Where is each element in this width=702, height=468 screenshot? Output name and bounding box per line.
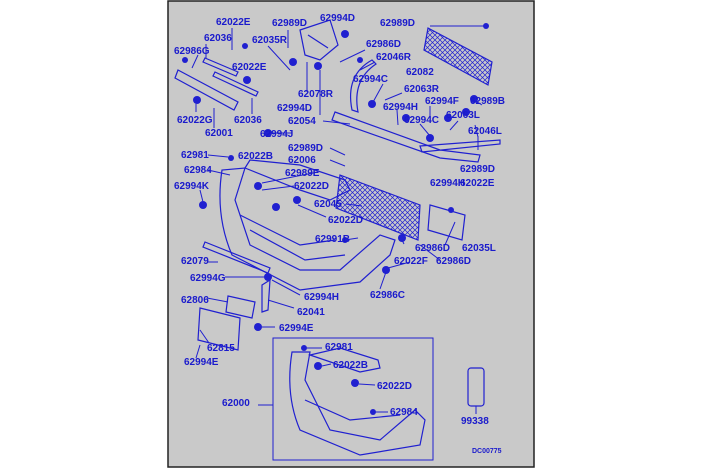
label-62994E[interactable]: 62994E <box>279 323 314 334</box>
label-62022F[interactable]: 62022F <box>394 256 428 267</box>
label-62991B[interactable]: 62991B <box>315 234 350 245</box>
label-62006[interactable]: 62006 <box>288 155 316 166</box>
inset-box <box>272 337 434 461</box>
label-62022E[interactable]: 62022E <box>232 62 267 73</box>
label-62806[interactable]: 62806 <box>181 295 209 306</box>
label-62045[interactable]: 62045 <box>314 199 342 210</box>
label-62989D[interactable]: 62989D <box>380 18 415 29</box>
label-62078R[interactable]: 62078R <box>298 89 334 100</box>
label-62035R[interactable]: 62035R <box>252 35 288 46</box>
label-62054[interactable]: 62054 <box>288 116 316 127</box>
label-62981[interactable]: 62981 <box>325 342 353 353</box>
label-62994H[interactable]: 62994H <box>304 292 339 303</box>
label-62994H[interactable]: 62994H <box>383 102 418 113</box>
label-62022D[interactable]: 62022D <box>328 215 363 226</box>
label-62022G[interactable]: 62022G <box>177 115 213 126</box>
label-62986D[interactable]: 62986D <box>415 243 450 254</box>
label-62046R[interactable]: 62046R <box>376 52 412 63</box>
parts-drawing <box>174 19 501 461</box>
label-62063L[interactable]: 62063L <box>446 110 480 121</box>
label-62989D[interactable]: 62989D <box>460 164 495 175</box>
label-62989D[interactable]: 62989D <box>288 143 323 154</box>
label-62989E[interactable]: 62989E <box>285 168 320 179</box>
label-62046L[interactable]: 62046L <box>468 126 502 137</box>
label-62022E[interactable]: 62022E <box>216 17 251 28</box>
label-62994F[interactable]: 62994F <box>425 96 459 107</box>
label-62022B[interactable]: 62022B <box>238 151 273 162</box>
label-62001[interactable]: 62001 <box>205 128 233 139</box>
label-62994C[interactable]: 62994C <box>353 74 388 85</box>
label-62994G[interactable]: 62994G <box>190 273 226 284</box>
label-62022E[interactable]: 62022E <box>460 178 495 189</box>
upper-grille <box>423 27 493 86</box>
label-62994C[interactable]: 62994C <box>404 115 439 126</box>
label-62036[interactable]: 62036 <box>204 33 232 44</box>
label-62022D[interactable]: 62022D <box>377 381 412 392</box>
label-62994H[interactable]: 62994H <box>430 178 465 189</box>
label-62984[interactable]: 62984 <box>390 407 418 418</box>
diagram-code: DC00775 <box>472 448 502 455</box>
label-62994D[interactable]: 62994D <box>320 13 355 24</box>
label-62035L[interactable]: 62035L <box>462 243 496 254</box>
label-62994D[interactable]: 62994D <box>277 103 312 114</box>
label-62815[interactable]: 62815 <box>207 343 235 354</box>
label-62036[interactable]: 62036 <box>234 115 262 126</box>
label-62994E[interactable]: 62994E <box>184 357 219 368</box>
label-62981[interactable]: 62981 <box>181 150 209 161</box>
label-62989B[interactable]: 62989B <box>470 96 505 107</box>
label-99338[interactable]: 99338 <box>461 416 489 427</box>
part-labels: 62022E 62989D 62994D 62989D 62036 62035R… <box>174 13 505 455</box>
label-62986D[interactable]: 62986D <box>366 39 401 50</box>
label-62022D[interactable]: 62022D <box>294 181 329 192</box>
label-62994K[interactable]: 62994K <box>174 181 210 192</box>
label-62994J[interactable]: 62994J <box>260 129 293 140</box>
label-62079[interactable]: 62079 <box>181 256 209 267</box>
label-62984[interactable]: 62984 <box>184 165 212 176</box>
label-62986G[interactable]: 62986G <box>174 46 210 57</box>
label-62082[interactable]: 62082 <box>406 67 434 78</box>
label-62000[interactable]: 62000 <box>222 398 250 409</box>
label-62989D[interactable]: 62989D <box>272 18 307 29</box>
label-62063R[interactable]: 62063R <box>404 84 440 95</box>
lower-grille <box>335 174 421 241</box>
label-62986C[interactable]: 62986C <box>370 290 405 301</box>
label-62986D[interactable]: 62986D <box>436 256 471 267</box>
label-62022B[interactable]: 62022B <box>333 360 368 371</box>
label-62041[interactable]: 62041 <box>297 307 325 318</box>
